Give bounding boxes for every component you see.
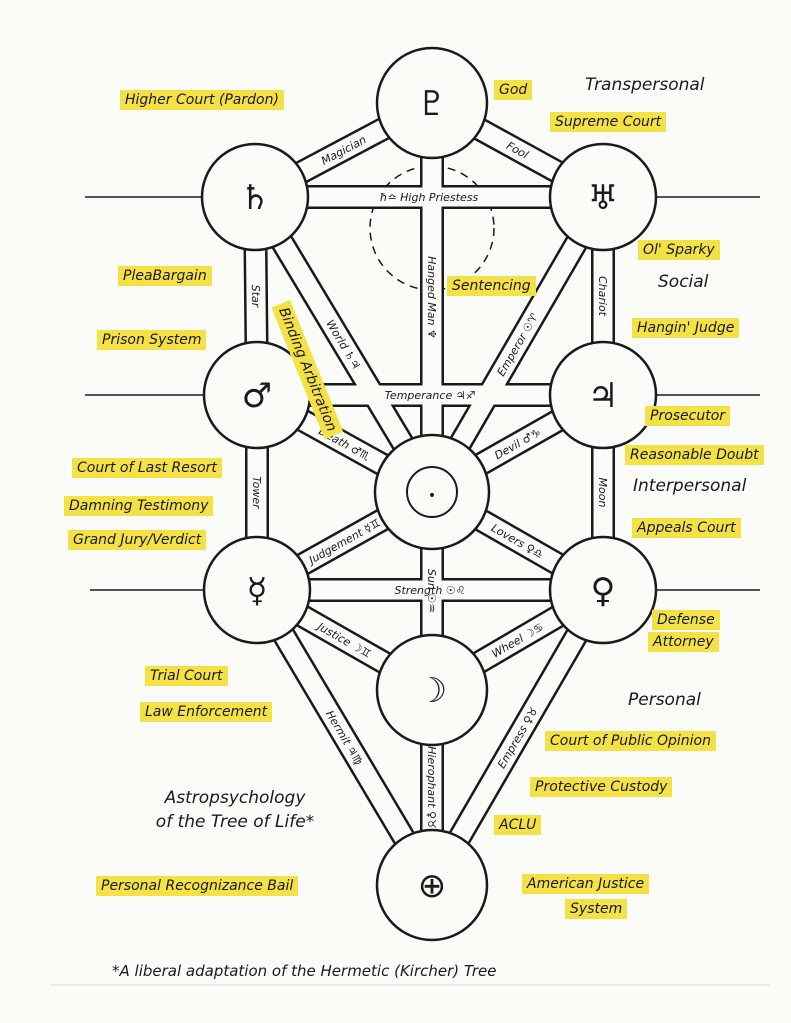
path-label-star: Star — [249, 285, 262, 309]
path-label-chariot: Chariot — [596, 276, 609, 317]
annotation-appeals-court: Appeals Court — [632, 518, 741, 538]
annotation-personal-recognizance: Personal Recognizance Bail — [96, 876, 299, 896]
annotation-law-enforcement: Law Enforcement — [140, 702, 273, 722]
path-label-moon: Moon — [596, 478, 609, 508]
path-fill — [248, 585, 441, 890]
sphere-earth — [375, 828, 489, 942]
sphere-sun — [373, 433, 491, 551]
region-personal: Personal — [628, 690, 701, 710]
sun-symbol-icon: • — [428, 488, 436, 504]
path-label-high-priestess: ħ≏ High Priestess — [380, 191, 479, 204]
annotation-trial-court: Trial Court — [145, 666, 228, 686]
annotation-hangin-judge: Hangin' Judge — [632, 318, 740, 338]
sphere-uranus — [548, 142, 658, 252]
path-label-sun: Sun ☉♒ — [425, 569, 438, 613]
region-social: Social — [658, 272, 709, 292]
annotation-court-public-opinion: Court of Public Opinion — [545, 731, 716, 751]
diagram-title: Astropsychology of the Tree of Life* — [120, 786, 350, 834]
annotation-ol-sparky: Ol' Sparky — [638, 240, 720, 260]
mars-symbol-icon: ♂ — [242, 376, 272, 416]
annotation-prison-system: Prison System — [97, 330, 207, 350]
region-interpersonal: Interpersonal — [633, 476, 747, 496]
venus-symbol-icon: ♀ — [591, 571, 616, 611]
region-transpersonal: Transpersonal — [585, 75, 705, 95]
sun-inner-ring — [406, 466, 458, 518]
annotation-sentencing: Sentencing — [447, 276, 536, 296]
sphere-jupiter — [548, 340, 658, 450]
earth-symbol-icon: ⊕ — [418, 866, 447, 906]
annotation-higher-court: Higher Court (Pardon) — [120, 90, 284, 110]
hidden-sphere-daath — [369, 165, 495, 291]
annotation-protective-custody: Protective Custody — [530, 777, 673, 797]
pluto-symbol-icon: ♇ — [417, 84, 447, 124]
annotation-plea-bargain: PleaBargain — [118, 266, 212, 286]
annotation-aclu: ACLU — [494, 815, 542, 835]
sphere-moon — [375, 633, 489, 747]
path-label-judgement: Judgement ☿♊ — [305, 516, 383, 567]
sphere-venus — [548, 535, 658, 645]
title-line-2: of the Tree of Life* — [155, 812, 315, 832]
annotation-prosecutor: Prosecutor — [645, 406, 731, 426]
annotation-defense-attorney-2: Attorney — [648, 632, 719, 652]
annotation-american-justice-1: American Justice — [522, 874, 650, 894]
uranus-symbol-icon: ♅ — [588, 178, 618, 218]
annotation-damning-testimony: Damning Testimony — [64, 496, 214, 516]
jupiter-symbol-icon: ♃ — [588, 376, 618, 416]
path-label-hierophant: Hierophant ♀♉ — [425, 746, 438, 829]
sphere-saturn — [200, 142, 310, 252]
path-label-strength: Strength ☉♌ — [394, 584, 465, 597]
saturn-symbol-icon: ♄ — [240, 178, 270, 218]
annotation-defense-attorney-1: Defense — [652, 610, 720, 630]
moon-symbol-icon: ☽ — [417, 671, 447, 711]
annotation-god: God — [494, 80, 533, 100]
path-label-tower: Tower — [250, 476, 263, 510]
annotation-grand-jury: Grand Jury/Verdict — [68, 530, 207, 550]
sphere-mercury — [202, 535, 312, 645]
mercury-symbol-icon: ☿ — [247, 571, 268, 611]
path-label-hanged-man: Hanged Man ♆ — [425, 256, 438, 339]
annotation-supreme-court: Supreme Court — [550, 112, 667, 132]
path-fill — [423, 585, 612, 890]
title-line-1: Astropsychology — [164, 788, 306, 808]
annotation-american-justice-2: System — [565, 899, 628, 919]
path-label-temperance: Temperance ♃♐ — [385, 389, 476, 402]
sphere-pluto — [375, 46, 489, 160]
annotation-court-last-resort: Court of Last Resort — [72, 458, 222, 478]
annotation-reasonable-doubt: Reasonable Doubt — [625, 445, 764, 465]
footnote: *A liberal adaptation of the Hermetic (K… — [112, 962, 497, 980]
